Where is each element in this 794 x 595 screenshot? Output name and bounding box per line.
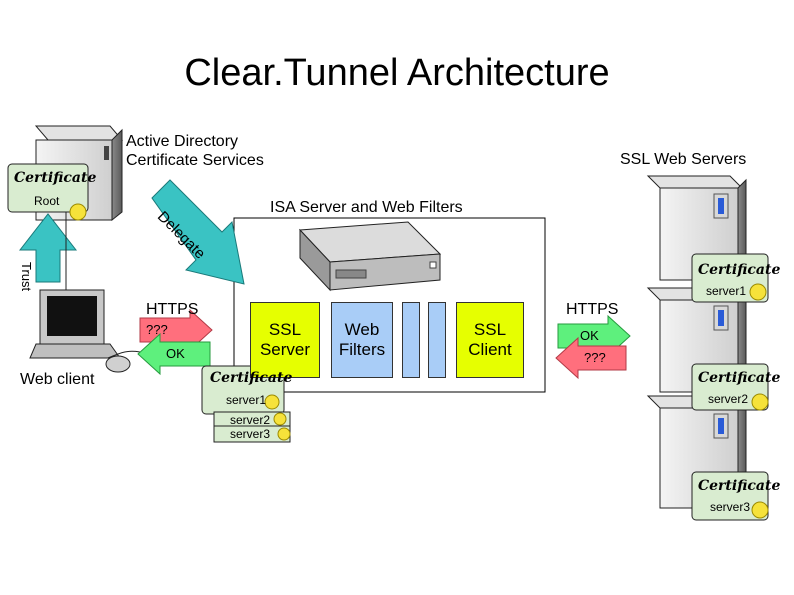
root-cert-label: Root [34,194,60,208]
right-request-label: ??? [584,350,606,365]
isa-cert-server3: server3 [230,427,271,441]
ssl-client-line1: SSL [473,320,507,339]
server2-cert-title: Certificate [698,370,781,386]
left-https-label: HTTPS [146,301,199,318]
active-directory-line2: Certificate Services [126,152,264,169]
right-https-label: HTTPS [566,301,619,318]
ssl-web-servers-label: SSL Web Servers [620,151,747,168]
right-response-label: OK [580,328,599,343]
left-request-label: ??? [146,322,168,337]
ssl-server-line2: Server [259,340,311,359]
server1-certificate-icon [691,253,769,303]
ssl-server-line1: SSL [268,320,302,339]
left-response-label: OK [166,346,185,361]
server3-cert-title: Certificate [698,478,781,494]
web-filters-line1: Web [344,320,380,339]
ssl-client-line2: Client [468,340,512,359]
isa-cert-server1: server1 [226,393,267,407]
isa-server-label: ISA Server and Web Filters [270,199,463,216]
filter-slot-1 [402,302,420,378]
trust-arrow [18,212,78,290]
diagram-title: Clear.Tunnel Architecture [184,52,610,94]
web-client-computer-icon [29,289,141,373]
filter-slot-2 [428,302,446,378]
left-response-arrow [137,332,211,376]
isa-appliance-icon [298,221,442,292]
root-certificate-icon [7,163,89,221]
isa-certificate-stack-icon [201,365,291,443]
server2-cert-label: server2 [708,392,749,406]
isa-cert-server2: server2 [230,413,271,427]
server3-certificate-icon [691,471,769,521]
active-directory-line1: Active Directory [126,133,239,150]
delegate-arrow [151,179,245,285]
server1-cert-label: server1 [706,284,747,298]
isa-cert-title: Certificate [210,370,293,386]
web-client-label: Web client [20,371,95,388]
server1-cert-title: Certificate [698,262,781,278]
web-filters-line2: Filters [338,340,386,359]
active-directory-label: Active Directory Certificate Services [126,132,264,170]
server2-certificate-icon [691,363,769,411]
right-request-arrow [555,336,627,380]
server3-cert-label: server3 [710,500,751,514]
root-cert-title: Certificate [14,170,97,186]
trust-label: Trust [19,262,34,292]
